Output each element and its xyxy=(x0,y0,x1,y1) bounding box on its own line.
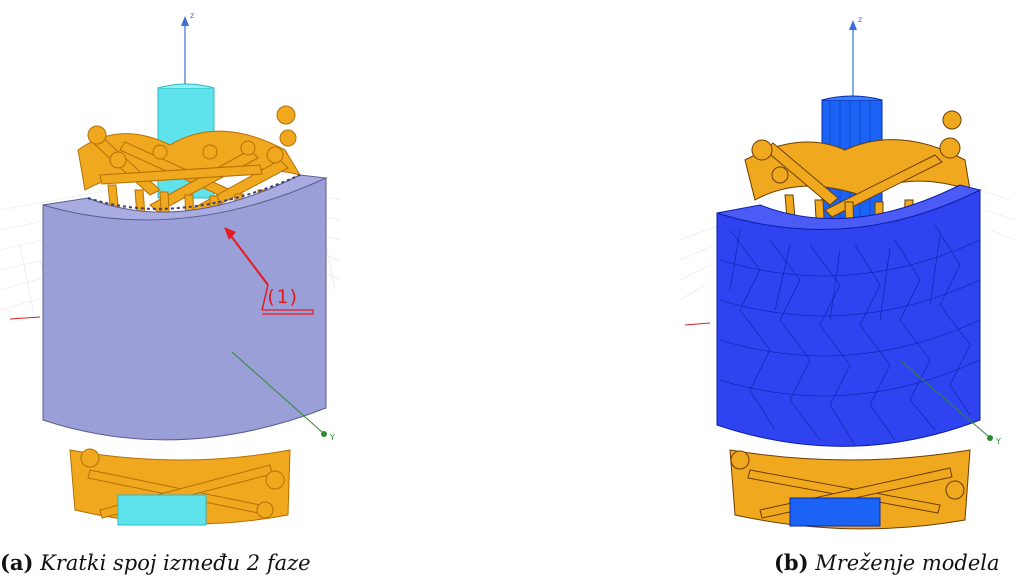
x-axis-line xyxy=(9,316,41,320)
panel-a-short-circuit-model: z xyxy=(0,0,340,545)
z-axis: z xyxy=(181,11,194,95)
y-axis-label: Y xyxy=(329,433,335,442)
panel-a-render: z xyxy=(0,11,340,526)
rotor-shaft-bottom xyxy=(117,494,207,526)
panel-b-render: z xyxy=(680,15,1016,530)
caption-b-text: Mreženje modela xyxy=(815,551,1000,575)
caption-a-text: Kratki spoj između 2 faze xyxy=(40,551,311,575)
stator-body: Y xyxy=(42,174,335,442)
callout-label: (1) xyxy=(265,286,299,308)
panel-b-meshed-model: z xyxy=(680,0,1019,545)
stator-mesh-body: Y xyxy=(716,184,1001,447)
callout-1: (1) xyxy=(224,227,314,315)
y-axis-label: Y xyxy=(995,437,1001,446)
x-axis-line xyxy=(684,322,711,326)
y-axis-line xyxy=(901,361,989,437)
rotor-shaft-bottom-meshed xyxy=(789,497,881,527)
caption-b-label: (b) xyxy=(774,550,809,575)
z-axis-label: z xyxy=(190,11,194,20)
z-axis-label: z xyxy=(858,15,862,24)
caption-a: (a) Kratki spoj između 2 faze xyxy=(0,550,311,575)
z-axis: z xyxy=(849,15,862,98)
caption-b: (b) Mreženje modela xyxy=(774,550,1000,575)
y-axis-line xyxy=(231,351,323,433)
ground-grid xyxy=(680,189,1016,301)
caption-a-label: (a) xyxy=(0,550,34,575)
